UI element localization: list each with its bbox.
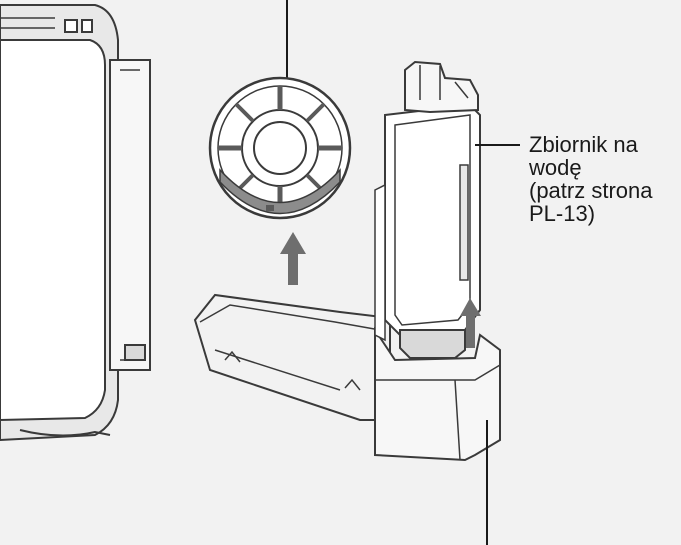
water-tank <box>384 60 481 359</box>
water-tank-tray <box>193 293 391 421</box>
main-unit-body <box>0 4 151 442</box>
tank-up-arrow <box>460 298 481 348</box>
water-tank-label-line-3: (patrz strona <box>529 178 653 203</box>
water-tank-label-line-4: PL-13) <box>529 201 596 226</box>
filter-up-arrow <box>280 232 306 285</box>
water-tank-label-line-2: wodę <box>529 155 582 180</box>
water-tank-label: Zbiornik na wodę (patrz strona PL-13) <box>529 133 681 225</box>
base-housing <box>374 183 501 462</box>
humidifying-filter <box>208 76 352 220</box>
water-tank-label-line-1: Zbiornik na <box>529 132 638 157</box>
